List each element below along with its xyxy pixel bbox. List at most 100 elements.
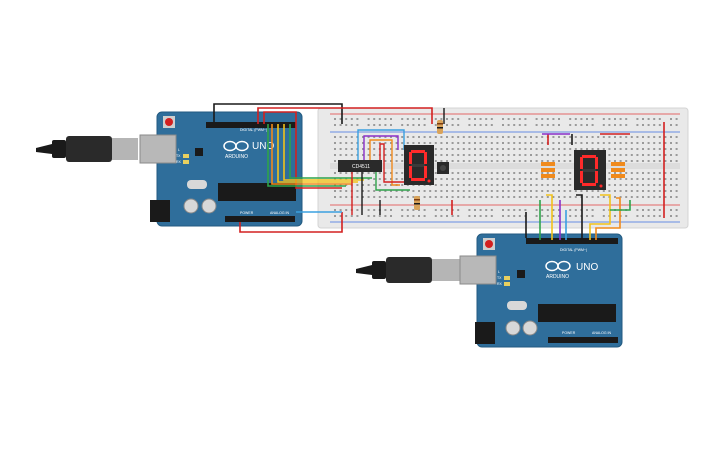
breadboard-hole xyxy=(457,136,460,138)
wire[interactable] xyxy=(283,124,364,181)
breadboard-hole xyxy=(401,124,404,126)
breadboard-hole xyxy=(524,209,527,211)
breadboard-hole xyxy=(664,136,667,138)
breadboard-hole xyxy=(619,178,622,180)
breadboard-hole xyxy=(395,142,398,144)
breadboard-hole xyxy=(591,136,594,138)
breadboard-hole xyxy=(530,178,532,180)
resistor-array-left[interactable] xyxy=(541,162,555,178)
breadboard-hole xyxy=(608,184,611,186)
breadboard-hole xyxy=(401,172,404,174)
breadboard-hole xyxy=(658,172,661,174)
breadboard-hole xyxy=(468,184,471,186)
header-power-analog[interactable] xyxy=(548,337,618,343)
wires-left[interactable] xyxy=(213,103,433,233)
arduino-board-right[interactable]: ARDUINO UNO DIGITAL (PWM~) POWER ANALOG … xyxy=(459,233,623,348)
breadboard-hole xyxy=(664,160,667,162)
breadboard-hole xyxy=(462,154,465,156)
breadboard-hole xyxy=(496,142,499,144)
header-power-analog[interactable] xyxy=(225,216,295,222)
breadboard-hole xyxy=(541,215,544,217)
breadboard-hole xyxy=(479,118,482,120)
arduino-board-left[interactable]: ARDUINO UNO DIGITAL (PWM~) POWER ANALOG … xyxy=(139,111,303,227)
breadboard-hole xyxy=(356,178,359,180)
breadboard-hole xyxy=(367,178,370,180)
power-jack xyxy=(475,322,495,344)
segment-e xyxy=(409,166,412,178)
resistor-array-right[interactable] xyxy=(611,162,625,178)
usb-cable-icon[interactable] xyxy=(356,257,460,283)
resistor-icon[interactable] xyxy=(414,196,420,210)
breadboard-hole xyxy=(334,160,336,162)
wires-right[interactable] xyxy=(451,122,665,240)
usb-cable-icon[interactable] xyxy=(36,136,138,162)
breadboard-hole xyxy=(390,136,392,138)
breadboard-hole xyxy=(591,196,594,198)
wire[interactable] xyxy=(263,111,342,189)
wires-chip-display[interactable] xyxy=(351,108,445,215)
breadboard-hole xyxy=(440,160,443,162)
breadboard-hole xyxy=(418,118,420,120)
header-digital[interactable] xyxy=(526,238,618,244)
breadboard-hole xyxy=(350,142,353,144)
breadboard-hole xyxy=(356,215,359,217)
wire[interactable] xyxy=(369,139,400,186)
wire[interactable] xyxy=(357,129,405,160)
breadboard-hole xyxy=(440,136,443,138)
breadboard-hole xyxy=(502,148,504,150)
breadboard-hole xyxy=(507,184,510,186)
segment-a xyxy=(582,155,596,158)
breadboard-hole xyxy=(350,148,353,150)
wire[interactable] xyxy=(375,172,410,191)
wire[interactable] xyxy=(595,197,621,240)
breadboard-hole xyxy=(658,124,661,126)
wire[interactable] xyxy=(289,124,372,179)
breadboard-hole xyxy=(378,215,381,217)
wire[interactable] xyxy=(267,124,346,187)
breadboard-hole xyxy=(446,142,448,144)
breadboard-hole xyxy=(546,215,549,217)
breadboard-hole xyxy=(636,172,639,174)
wire[interactable] xyxy=(379,143,420,183)
breadboard-hole xyxy=(586,142,588,144)
breadboard-hole xyxy=(524,172,527,174)
wire[interactable] xyxy=(213,103,343,124)
breadboard-hole xyxy=(451,160,454,162)
pushbutton-icon[interactable] xyxy=(437,162,449,174)
wire[interactable] xyxy=(363,135,399,160)
breadboard-hole xyxy=(530,172,532,174)
wire[interactable] xyxy=(576,194,583,240)
wire[interactable] xyxy=(257,107,433,124)
breadboard-hole xyxy=(541,190,544,192)
breadboard-hole xyxy=(630,148,633,150)
breadboard-hole xyxy=(418,124,420,126)
resistor-icon[interactable] xyxy=(437,120,443,134)
small-chip xyxy=(517,270,525,278)
breadboard-hole xyxy=(474,148,476,150)
breadboard-hole xyxy=(423,196,426,198)
header-digital[interactable] xyxy=(206,122,296,128)
wire[interactable] xyxy=(271,124,352,185)
breadboard-hole xyxy=(574,196,577,198)
breadboard-hole xyxy=(457,196,460,198)
decoder-chip[interactable]: CD4511 xyxy=(338,160,382,172)
breadboard-hole xyxy=(675,142,678,144)
breadboard-hole xyxy=(597,148,600,150)
wire[interactable] xyxy=(589,194,611,240)
breadboard-hole xyxy=(440,190,443,192)
breadboard-hole xyxy=(373,215,376,217)
breadboard-hole xyxy=(378,178,381,180)
wire[interactable] xyxy=(239,212,343,233)
wire[interactable] xyxy=(610,200,631,211)
segment-e xyxy=(580,171,583,183)
breadboard-hole xyxy=(518,118,521,120)
breadboard-hole xyxy=(675,154,678,156)
breadboard-hole xyxy=(434,136,437,138)
breadboard-hole xyxy=(614,215,616,217)
wire[interactable] xyxy=(546,194,553,240)
breadboard-hole xyxy=(502,142,504,144)
breadboard-hole xyxy=(350,118,353,120)
wire[interactable] xyxy=(277,124,358,183)
breadboard-hole xyxy=(647,215,650,217)
label-power: POWER xyxy=(562,331,576,335)
